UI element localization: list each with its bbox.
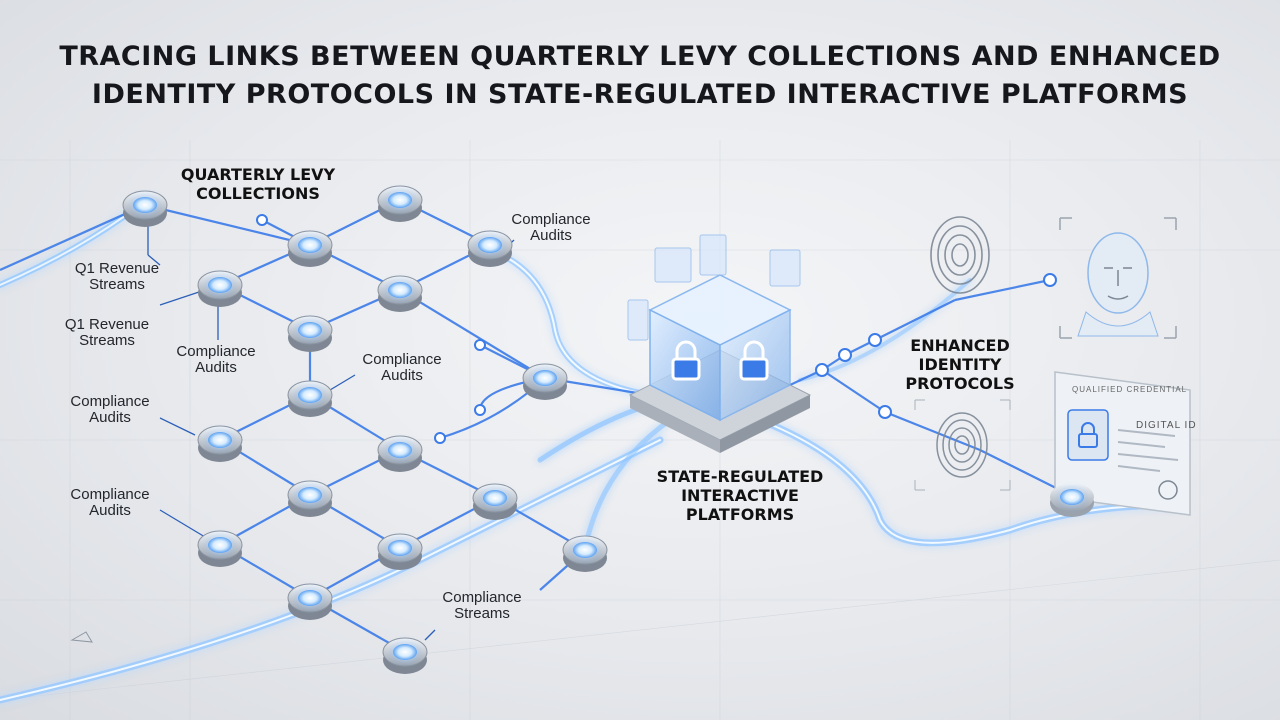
mesh-nodes <box>122 185 608 674</box>
label-streams-bottom: Compliance Streams <box>442 589 522 622</box>
title-line-2: IDENTITY PROTOCOLS IN STATE-REGULATED IN… <box>91 79 1189 110</box>
network-node <box>377 185 423 222</box>
cube-base-side <box>630 395 720 453</box>
stream-a <box>487 247 653 398</box>
network-node <box>377 275 423 312</box>
label-audits-left-2: Compliance Audits <box>70 486 150 519</box>
page-title: TRACING LINKS BETWEEN QUARTERLY LEVY COL… <box>0 38 1280 114</box>
hologram-panel <box>627 299 649 341</box>
id-card-icon <box>1054 371 1191 516</box>
hologram-panel <box>654 247 692 283</box>
connector-dot <box>878 405 892 419</box>
cube-base-side <box>720 395 810 453</box>
data-cube-icon <box>628 274 812 453</box>
connector-dot <box>474 404 486 416</box>
label-revenue-2: Q1 Revenue Streams <box>64 316 150 349</box>
label-audits-top: Compliance Audits <box>511 211 591 244</box>
stream-c <box>582 417 673 553</box>
connector-dot <box>815 363 829 377</box>
network-node <box>287 480 333 517</box>
padlock-icon <box>671 340 701 381</box>
connector-dot <box>838 348 852 362</box>
network-node <box>287 230 333 267</box>
hologram-panel <box>699 234 727 276</box>
network-node <box>382 637 428 674</box>
label-audits-center: Compliance Audits <box>362 351 442 384</box>
network-node <box>197 425 243 462</box>
connector-dot <box>868 333 882 347</box>
network-node <box>377 435 423 472</box>
stream-a-core <box>489 249 651 396</box>
hologram-panel <box>769 249 801 287</box>
network-node <box>522 363 568 400</box>
id-card-body <box>1054 371 1191 516</box>
padlock-icon <box>739 340 769 381</box>
fingerprint-icon <box>936 412 988 478</box>
title-line-1: TRACING LINKS BETWEEN QUARTERLY LEVY COL… <box>59 41 1221 72</box>
network-node <box>562 535 608 572</box>
fingerprint-icon <box>930 216 990 294</box>
id-card-label: DIGITAL ID <box>1136 420 1197 431</box>
padlock-icon <box>1078 422 1098 448</box>
face-scan-icon <box>1059 217 1177 339</box>
id-card-node <box>1050 483 1094 517</box>
network-node <box>377 533 423 570</box>
platforms-heading: STATE-REGULATED INTERACTIVE PLATFORMS <box>656 467 824 524</box>
levy-heading: QUARTERLY LEVY COLLECTIONS <box>180 165 336 203</box>
identity-heading: ENHANCED IDENTITY PROTOCOLS <box>905 336 1015 393</box>
network-node <box>122 190 168 227</box>
connector-dots <box>256 214 1057 444</box>
connector-dot <box>434 432 446 444</box>
stream-bottom-core <box>0 439 661 701</box>
network-node <box>467 230 513 267</box>
id-card-heading: QUALIFIED CREDENTIAL <box>1072 385 1188 394</box>
hologram-panels <box>627 234 801 341</box>
corner-mark <box>70 631 93 643</box>
network-node <box>287 315 333 352</box>
label-revenue-1: Q1 Revenue Streams <box>74 260 160 293</box>
connector-dot <box>256 214 268 226</box>
network-node <box>197 270 243 307</box>
scan-frame <box>914 399 1011 491</box>
id-card-seal <box>1158 480 1178 500</box>
light-streams <box>0 202 1179 704</box>
network-node <box>287 583 333 620</box>
label-audits-mid: Compliance Audits <box>176 343 256 376</box>
connector-dot <box>474 339 486 351</box>
label-audits-left-1: Compliance Audits <box>70 393 150 426</box>
network-node <box>472 483 518 520</box>
label-leaders <box>147 215 515 641</box>
connector-dot <box>1043 273 1057 287</box>
network-node <box>287 380 333 417</box>
network-node <box>197 530 243 567</box>
